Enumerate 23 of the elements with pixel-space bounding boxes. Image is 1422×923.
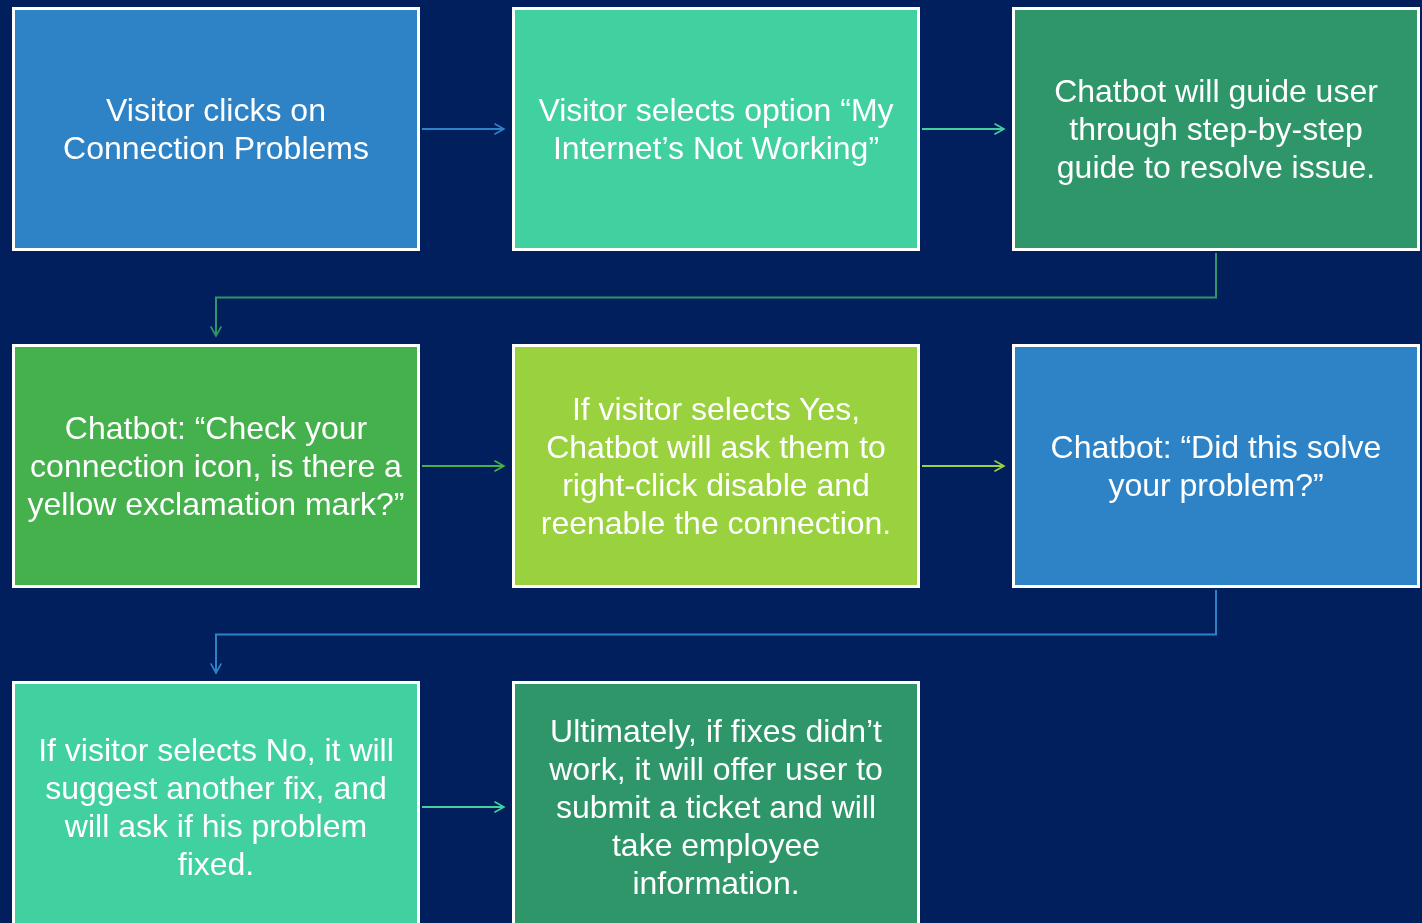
arrow — [210, 589, 1217, 674]
process-box — [512, 7, 920, 251]
arrow — [421, 123, 505, 135]
box-text: Chatbot: “Check your connection icon, is there a yellow exclamation mark?” — [27, 409, 405, 523]
arrow — [210, 252, 1217, 337]
box-text: If visitor selects Yes, Chatbot will ask them to right-click disable and reenable the connection. — [539, 390, 893, 542]
arrow — [921, 460, 1005, 472]
process-box — [12, 7, 420, 251]
process-box — [12, 681, 420, 923]
box-text: Chatbot: “Did this solve your problem?” — [1049, 428, 1383, 504]
process-box — [1012, 7, 1420, 251]
arrow — [421, 460, 505, 472]
process-box — [12, 344, 420, 588]
box-text: Visitor selects option “My Internet’s Not Working” — [537, 91, 895, 167]
process-box — [512, 344, 920, 588]
process-box — [1012, 344, 1420, 588]
box-text: Chatbot will guide user through step-by-step guide to resolve issue. — [1053, 72, 1379, 186]
arrow — [921, 123, 1005, 135]
box-text: If visitor selects No, it will suggest another fix, and will ask if his problem fixed. — [37, 731, 395, 883]
arrow — [421, 801, 505, 813]
process-box — [512, 681, 920, 923]
box-text: Ultimately, if fixes didn’t work, it will offer user to submit a ticket and will take employee information. — [548, 712, 884, 902]
box-text: Visitor clicks on Connection Problems — [62, 91, 370, 167]
